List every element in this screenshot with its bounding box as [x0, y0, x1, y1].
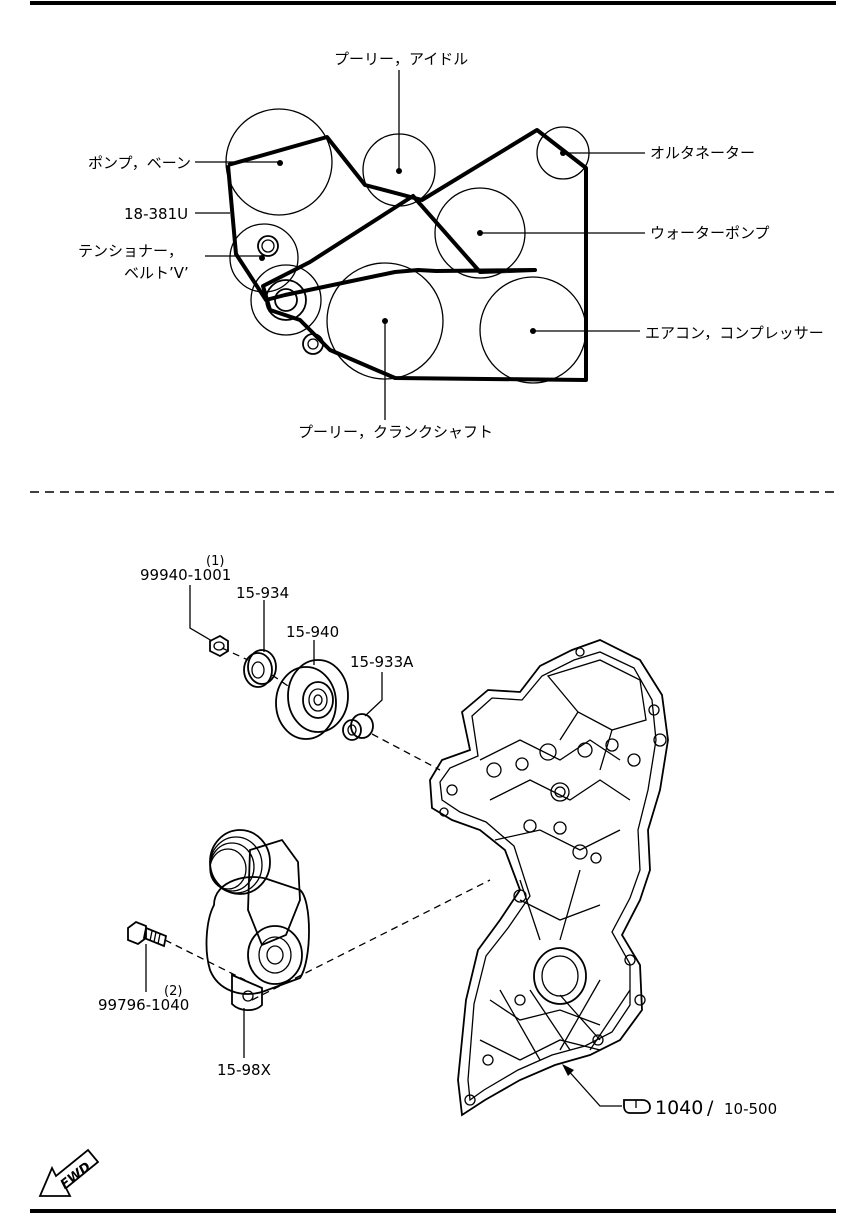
- belt-tensioner-part: [205, 829, 310, 1012]
- tensioner-pulley-hub: [274, 288, 298, 312]
- leader-nut: [189, 585, 213, 642]
- assembly-line-mid: [271, 674, 289, 687]
- label-alternator: オルタネーター: [650, 144, 755, 162]
- label-tensioner-2: ベルト’V’: [124, 264, 189, 282]
- label-15-933a: 15-933A: [350, 653, 414, 671]
- tensioner-arm-pulley: [229, 223, 299, 293]
- ac-compressor-pulley: [479, 276, 587, 384]
- spacer-part: [342, 713, 374, 741]
- label-tensioner-1: テンショナー，: [78, 242, 183, 260]
- label-belt-part: 18-381U: [124, 205, 188, 223]
- label-15-934: 15-934: [236, 584, 289, 602]
- leader-spacer: [364, 672, 383, 717]
- label-nut-qty: (1): [206, 554, 224, 569]
- label-bolt-qty: (2): [164, 984, 182, 999]
- label-ref-sub: 10-500: [724, 1100, 777, 1118]
- label-water-pump: ウォーターポンプ: [650, 224, 770, 242]
- vane-pump-center: [277, 160, 283, 166]
- assembly-line-spacer: [371, 733, 441, 771]
- fwd-arrow-icon: FWD: [38, 1148, 100, 1197]
- label-ac-compressor: エアコン，コンプレッサー: [645, 324, 824, 342]
- belt-routing-diagram: プーリー，アイドル ポンプ，ベーン オルタネーター 18-381U テンショナー…: [78, 50, 824, 441]
- assembly-line-bolt: [164, 939, 246, 981]
- label-15-940: 15-940: [286, 623, 339, 641]
- tensioner-pulley-inner: [265, 279, 307, 321]
- leader-reference: [565, 1067, 622, 1107]
- drive-belt: [226, 128, 588, 382]
- engine-front-cover: [429, 639, 669, 1117]
- idler-center: [396, 168, 402, 174]
- tensioner-pivot-inner: [261, 239, 275, 253]
- reference-arrowhead: [562, 1064, 574, 1076]
- label-ref-main: 1040: [655, 1097, 703, 1119]
- label-15-98x: 15-98X: [217, 1061, 271, 1079]
- label-idler-pulley: プーリー，アイドル: [334, 50, 468, 68]
- label-bolt-part: 99796-1040: [98, 996, 189, 1014]
- assembly-line-upper: [221, 647, 249, 661]
- tensioner-stopper-inner: [307, 338, 319, 350]
- bolt-part: [127, 920, 168, 948]
- assembly-line-tensioner: [251, 879, 491, 1001]
- idler-pulley-part: [275, 659, 349, 740]
- reference-hand-icon: [623, 1099, 651, 1114]
- label-crankshaft-pulley: プーリー，クランクシャフト: [298, 423, 493, 441]
- tensioner-stopper: [302, 333, 324, 355]
- label-vane-pump: ポンプ，ベーン: [88, 154, 191, 172]
- exploded-parts-diagram: (1) 99940-1001 15-934 15-940 15-933A (2)…: [98, 554, 777, 1119]
- label-ref-sep: /: [707, 1097, 714, 1119]
- washer-part: [243, 649, 277, 688]
- tensioner-pivot: [257, 235, 279, 257]
- tensioner-pulley: [250, 264, 322, 336]
- label-nut-part: 99940-1001: [140, 566, 231, 584]
- label-fwd: FWD: [58, 1160, 94, 1193]
- nut-part: [209, 634, 229, 658]
